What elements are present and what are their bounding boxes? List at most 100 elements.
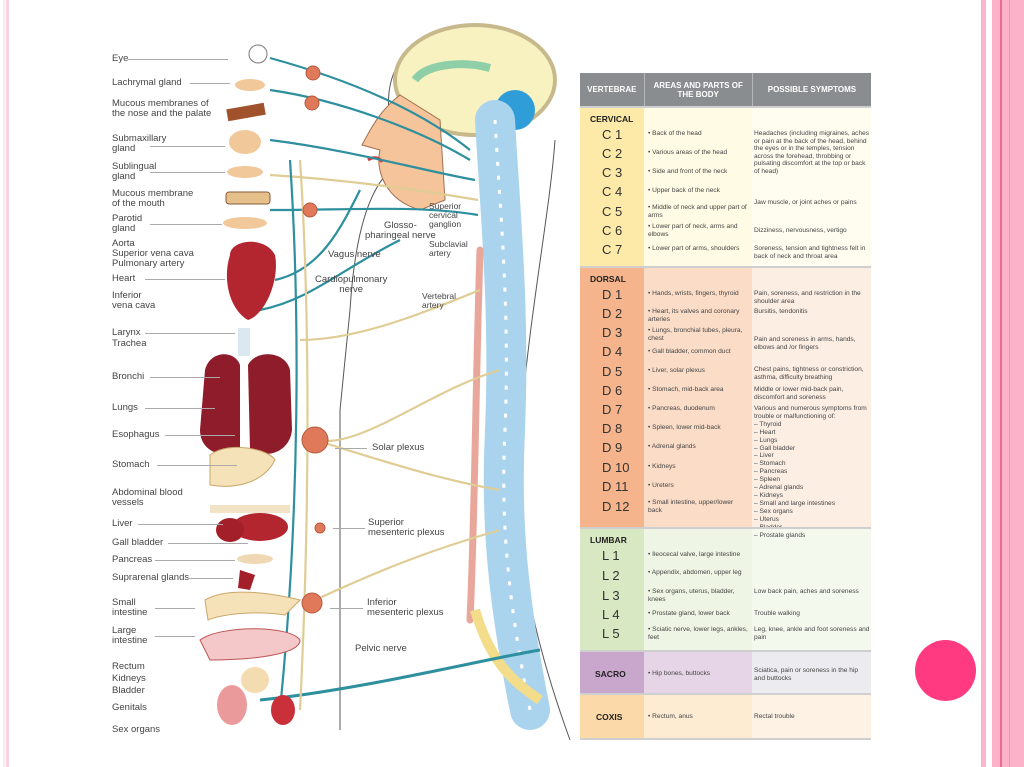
eye-organ: [248, 44, 268, 64]
label-superior-mesenteric-plexus: Superior mesenteric plexus: [368, 517, 445, 538]
vertebra-label: D 8: [602, 421, 623, 436]
symptom-text: Trouble walking: [754, 610, 800, 617]
label-small-intestine: Small intestine: [112, 597, 148, 618]
leader-line: [155, 560, 235, 561]
leader-line: [188, 578, 233, 579]
table-header: VERTEBRAE AREAS AND PARTS OF THE BODY PO…: [580, 73, 871, 106]
label-sublingual-gland: Sublingual gland: [112, 161, 157, 182]
vertebra-column: [580, 529, 644, 652]
area-text: • Prostate gland, lower back: [648, 610, 730, 617]
label-superior-vena-cava: Superior vena cava: [112, 248, 194, 259]
label-bladder: Bladder: [112, 685, 145, 696]
area-text: • Back of the head: [648, 130, 702, 137]
area-text: • Spleen, lower mid-back: [648, 424, 721, 431]
vertebra-label: L 5: [602, 626, 620, 641]
area-text: • Gall bladder, common duct: [648, 348, 731, 355]
leader-line: [128, 59, 228, 60]
leader-line: [155, 636, 195, 637]
vertebra-label: C 7: [602, 242, 623, 257]
vertebra-label: D 12: [602, 499, 630, 514]
decorative-pink-circle: [915, 640, 976, 701]
vertebra-label: D 1: [602, 287, 623, 302]
leader-line: [165, 435, 235, 436]
section-cervical: CERVICAL C 1 • Back of the head C 2 • Va…: [580, 106, 871, 268]
symptom-text: Low back pain, aches and soreness: [754, 588, 859, 595]
areas-column: [644, 529, 752, 652]
section-sacro: SACRO • Hip bones, buttocks Sciatica, pa…: [580, 650, 871, 695]
symptom-text: Soreness, tension and tightness felt in …: [754, 245, 866, 260]
area-text: • Lower part of neck, arms and elbows: [648, 223, 738, 238]
nose-membrane-organ: [226, 102, 266, 122]
label-vagus-nerve: Vagus nerve: [328, 249, 381, 260]
area-text: • Various areas of the head: [648, 149, 728, 156]
label-glossopharyngeal-nerve: Glosso- pharingeal nerve: [365, 220, 436, 241]
label-pulmonary-artery: Pulmonary artery: [112, 258, 185, 269]
label-mouth-membrane: Mucous membrane of the mouth: [112, 188, 194, 209]
suprarenal-organ: [238, 570, 255, 590]
bladder-organ: [217, 685, 247, 725]
area-text: • Pancreas, duodenum: [648, 405, 715, 412]
vertebra-label: D 11: [602, 479, 629, 494]
symptom-text: Headaches (including migraines, aches or…: [754, 130, 870, 175]
stomach-organ: [209, 446, 276, 487]
vertebra-label: C 1: [602, 127, 623, 142]
sublingual-gland-organ: [227, 166, 263, 178]
symptom-text: Middle or lower mid-back pain, discomfor…: [754, 386, 844, 401]
label-vertebral-artery: Vertebral artery: [422, 291, 457, 310]
symptom-text: Pain, soreness, and restriction in the s…: [754, 290, 861, 305]
vertebra-column: [580, 268, 644, 529]
symptom-text: Chest pains, tightness or constriction, …: [754, 366, 864, 381]
label-parotid-gland: Parotid gland: [112, 213, 143, 234]
label-pelvic-nerve: Pelvic nerve: [355, 643, 407, 654]
symptom-text: Rectal trouble: [754, 713, 795, 720]
label-stomach: Stomach: [112, 459, 150, 470]
trachea-organ: [238, 328, 250, 356]
areas-column: [644, 695, 752, 738]
label-cardiopulmonary-nerve: Cardiopulmonary nerve: [315, 274, 388, 295]
leader-line: [190, 83, 230, 84]
section-dorsal: DORSAL D 1 • Hands, wrists, fingers, thy…: [580, 266, 871, 539]
symptom-text: Dizziness, nervousness, vertigo: [754, 227, 847, 234]
label-submaxillary-gland: Submaxillary gland: [112, 133, 167, 154]
corpus-callosum: [411, 60, 492, 83]
leader-line: [150, 172, 225, 173]
leader-line: [145, 279, 225, 280]
area-text: • Rectum, anus: [648, 713, 693, 720]
area-text: • Liver, solar plexus: [648, 367, 705, 374]
label-lungs: Lungs: [112, 402, 138, 413]
header-vertebrae: VERTEBRAE: [580, 73, 645, 106]
leader-line: [145, 408, 215, 409]
area-text: • Ileocecal valve, large intestine: [648, 551, 741, 558]
vertebra-label: D 5: [602, 364, 623, 379]
label-nose-palate-membrane: Mucous membranes of the nose and the pal…: [112, 98, 212, 119]
leader-line: [168, 543, 248, 544]
vertebra-label: L 2: [602, 568, 620, 583]
aorta-descending: [466, 246, 484, 624]
section-lumbar: LUMBAR L 1 • Ileocecal valve, large inte…: [580, 527, 871, 652]
label-trachea: Trachea: [112, 338, 147, 349]
leader-line: [138, 524, 223, 525]
vertebra-label: D 3: [602, 325, 623, 340]
area-text: • Sciatic nerve, lower legs, ankles, fee…: [648, 626, 748, 641]
label-larynx: Larynx: [112, 327, 141, 338]
small-intestine-organ: [204, 591, 301, 621]
right-border-line: [1000, 0, 1002, 767]
header-areas: AREAS AND PARTS OF THE BODY: [645, 73, 753, 106]
vertebra-label: L 1: [602, 548, 620, 563]
lachrymal-gland-organ: [235, 79, 265, 91]
label-subclavial-artery: Subclavial artery: [429, 239, 468, 258]
nervous-system-diagram: Eye Lachrymal gland Mucous membranes of …: [100, 10, 580, 750]
label-pancreas: Pancreas: [112, 554, 153, 565]
vertebra-label: D 4: [602, 344, 623, 359]
section-title: COXIS: [596, 712, 623, 722]
right-lung-organ: [248, 354, 292, 454]
area-text: • Side and front of the neck: [648, 168, 728, 175]
right-border-band: [992, 0, 1024, 767]
label-lachrymal-gland: Lachrymal gland: [112, 77, 182, 88]
vertebrae-symptoms-table: VERTEBRAE AREAS AND PARTS OF THE BODY PO…: [580, 73, 871, 740]
label-aorta: Aorta: [112, 238, 135, 249]
section-title: DORSAL: [590, 274, 626, 284]
area-text: • Appendix, abdomen, upper leg: [648, 569, 742, 576]
area-text: • Adrenal glands: [648, 443, 696, 450]
